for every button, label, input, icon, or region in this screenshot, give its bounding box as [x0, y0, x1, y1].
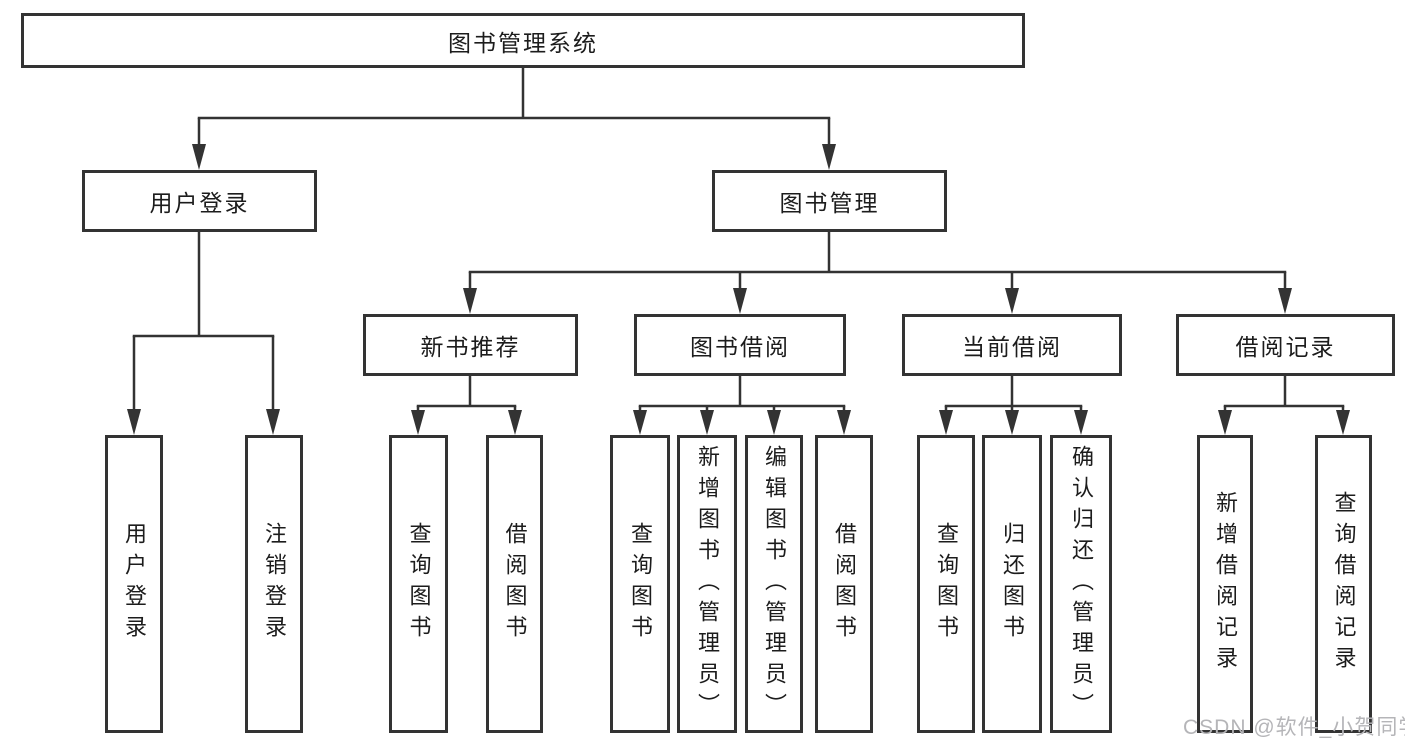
connector-user-login-children: [127, 230, 280, 435]
node-library-management-system: 图书管理系统: [21, 13, 1025, 68]
leaf-add-books-admin: 新增图书（管理员）: [677, 435, 737, 733]
csdn-watermark: CSDN @软件_小贺同学: [1183, 716, 1405, 739]
node-book-borrow: 图书借阅: [634, 314, 846, 376]
leaf-add-borrow-record: 新增借阅记录: [1197, 435, 1253, 733]
connector-book-mgmt-children: [463, 230, 1292, 314]
leaf-user-login: 用户登录: [105, 435, 163, 733]
connector-current-borrow-children: [939, 374, 1088, 435]
leaf-query-books-borrow: 查询图书: [610, 435, 670, 733]
leaf-query-books-current: 查询图书: [917, 435, 975, 733]
node-new-book-recommend: 新书推荐: [363, 314, 578, 376]
connector-borrow-record-children: [1218, 374, 1350, 435]
node-current-borrow: 当前借阅: [902, 314, 1122, 376]
leaf-confirm-return-admin: 确认归还（管理员）: [1050, 435, 1112, 733]
leaf-query-books-recommend: 查询图书: [389, 435, 448, 733]
connector-new-book-children: [411, 374, 522, 435]
leaf-edit-books-admin: 编辑图书（管理员）: [745, 435, 803, 733]
leaf-logout: 注销登录: [245, 435, 303, 733]
node-borrow-records: 借阅记录: [1176, 314, 1395, 376]
node-book-management: 图书管理: [712, 170, 947, 232]
leaf-return-books: 归还图书: [982, 435, 1042, 733]
node-user-login: 用户登录: [82, 170, 317, 232]
connector-book-borrow-children: [633, 374, 851, 435]
leaf-query-borrow-record: 查询借阅记录: [1315, 435, 1372, 733]
leaf-borrow-books-recommend: 借阅图书: [486, 435, 543, 733]
connector-root-to-level2: [192, 66, 836, 170]
leaf-borrow-books: 借阅图书: [815, 435, 873, 733]
